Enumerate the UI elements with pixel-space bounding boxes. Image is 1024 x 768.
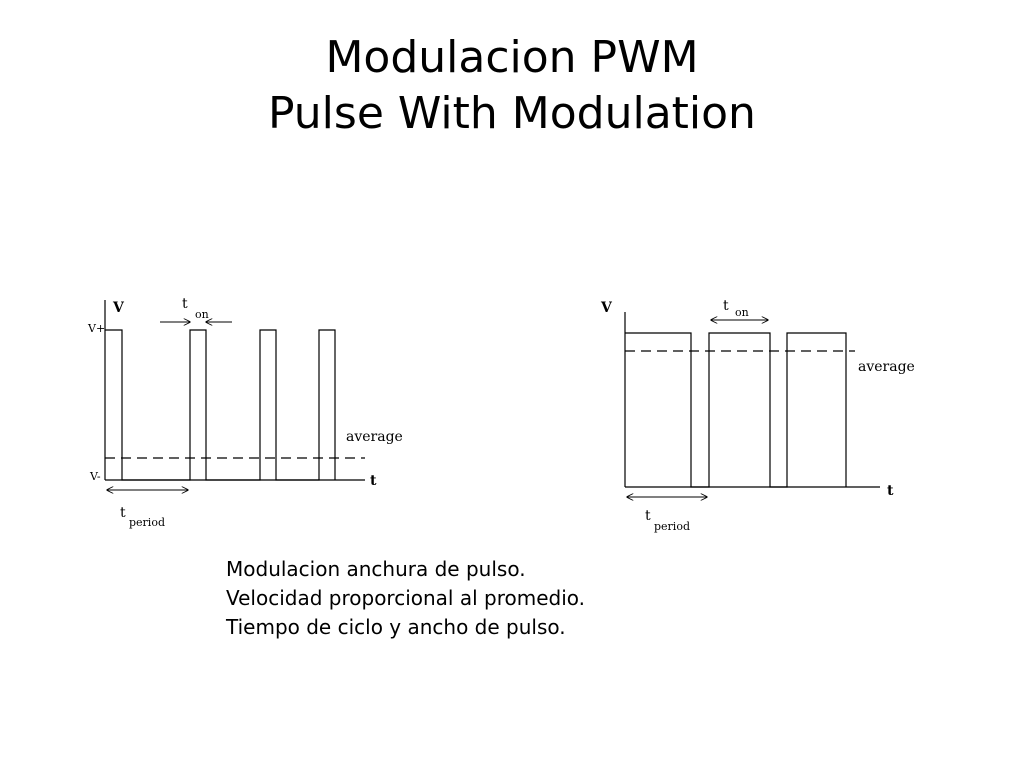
slide-title: Modulacion PWM Pulse With Modulation <box>0 30 1024 142</box>
pwm-diagram-high-duty: V t average t on t period <box>600 298 915 533</box>
pwm-waveform <box>625 332 847 488</box>
t-on-subscript: on <box>735 306 749 319</box>
t-period-subscript: period <box>654 520 690 533</box>
caption-line-1: Modulacion anchura de pulso. <box>226 557 526 581</box>
caption-line-3: Tiempo de ciclo y ancho de pulso. <box>226 615 566 639</box>
t-on-label: t <box>723 298 729 314</box>
caption-text: Modulacion anchura de pulso. Velocidad p… <box>226 555 585 642</box>
average-label: average <box>346 429 403 445</box>
t-on-label: t <box>182 296 188 312</box>
y-axis-label: V <box>112 300 125 316</box>
y-axis-label: V <box>600 300 613 316</box>
v-minus-label: V- <box>89 470 101 483</box>
title-line-1: Modulacion PWM <box>325 32 699 83</box>
t-period-label: t <box>120 505 126 521</box>
v-plus-label: V+ <box>87 322 105 335</box>
x-axis-label: t <box>370 473 377 489</box>
t-on-subscript: on <box>195 308 209 321</box>
x-axis-label: t <box>887 483 894 499</box>
average-label: average <box>858 359 915 375</box>
pwm-waveform <box>105 329 336 481</box>
t-period-label: t <box>645 508 651 524</box>
t-period-subscript: period <box>129 516 165 529</box>
pwm-diagram-low-duty: V V+ V- t average t on t period <box>87 296 403 529</box>
title-line-2: Pulse With Modulation <box>268 88 756 139</box>
caption-line-2: Velocidad proporcional al promedio. <box>226 586 586 610</box>
